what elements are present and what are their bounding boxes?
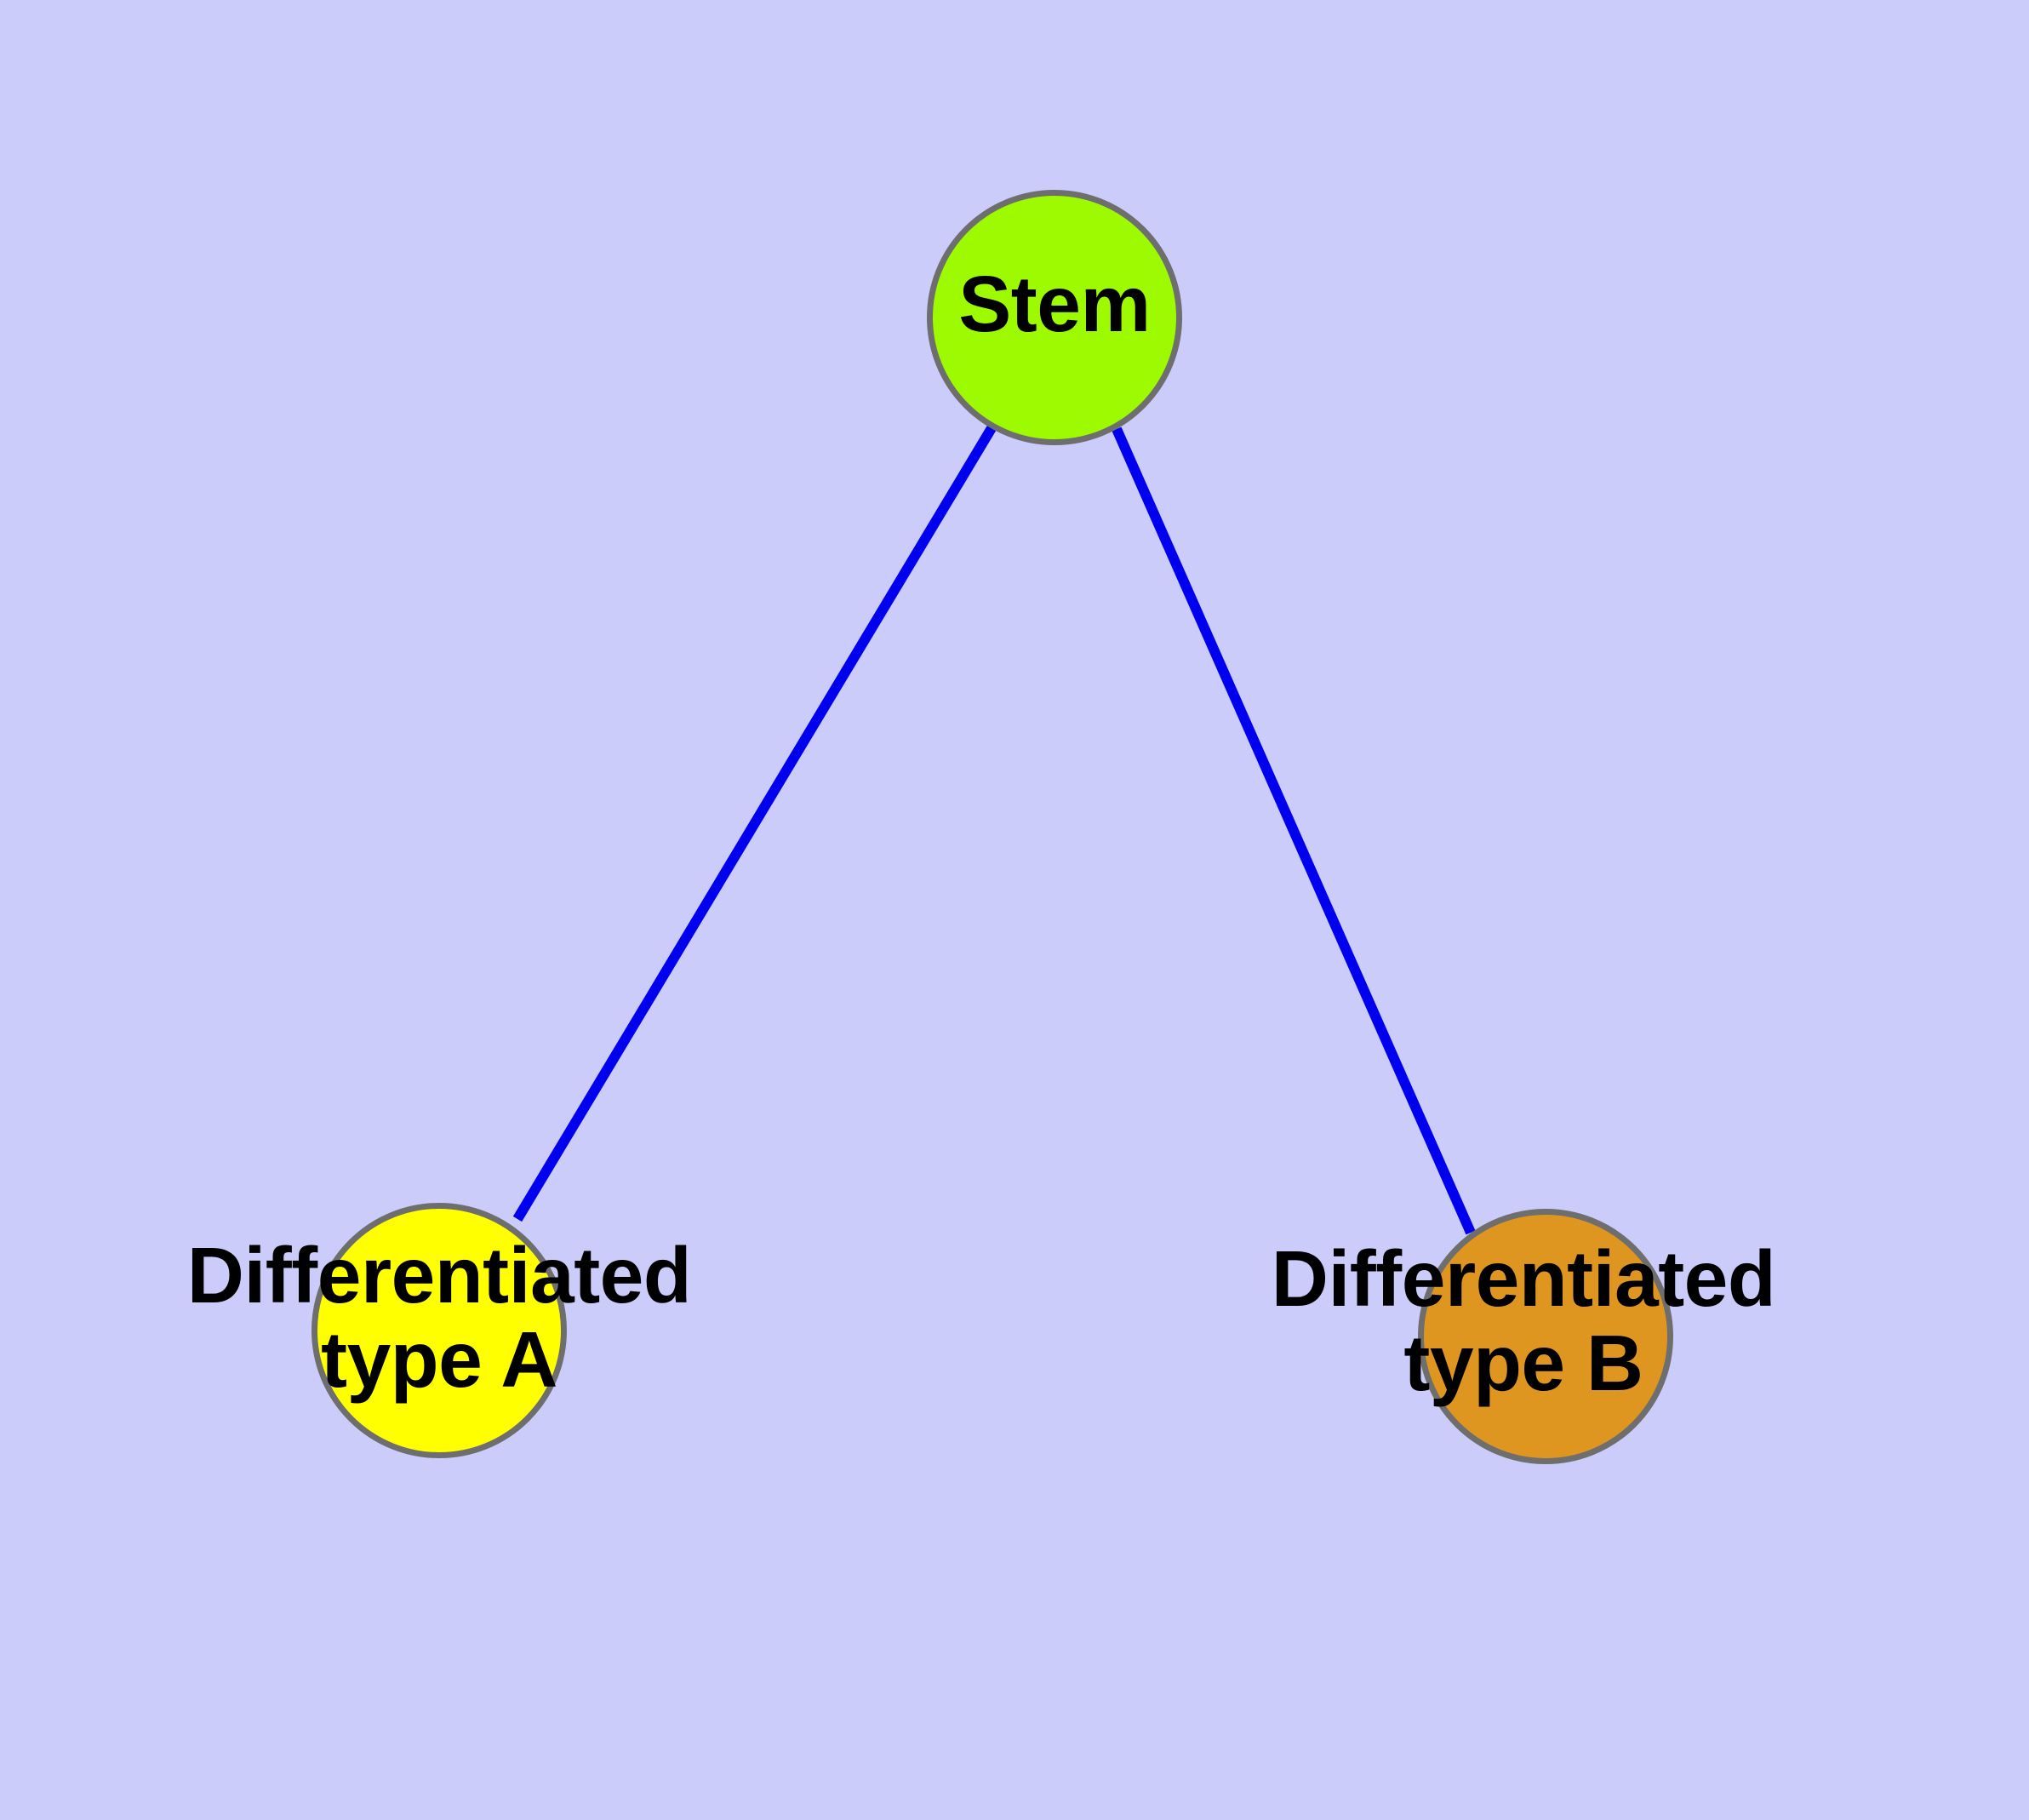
edge-stem-to-differentiated-type-a	[512, 425, 997, 1222]
node-stem[interactable]	[927, 190, 1182, 445]
node-label-stem: Stem	[958, 260, 1151, 348]
node-label-differentiated-type-b: Differentiated type B	[1271, 1234, 1776, 1407]
node-differentiated-type-a[interactable]	[311, 1203, 567, 1458]
edge-stem-to-differentiated-type-b	[1112, 426, 1476, 1235]
node-differentiated-type-b[interactable]	[1418, 1209, 1673, 1464]
node-label-differentiated-type-a: Differentiated type A	[186, 1231, 692, 1404]
